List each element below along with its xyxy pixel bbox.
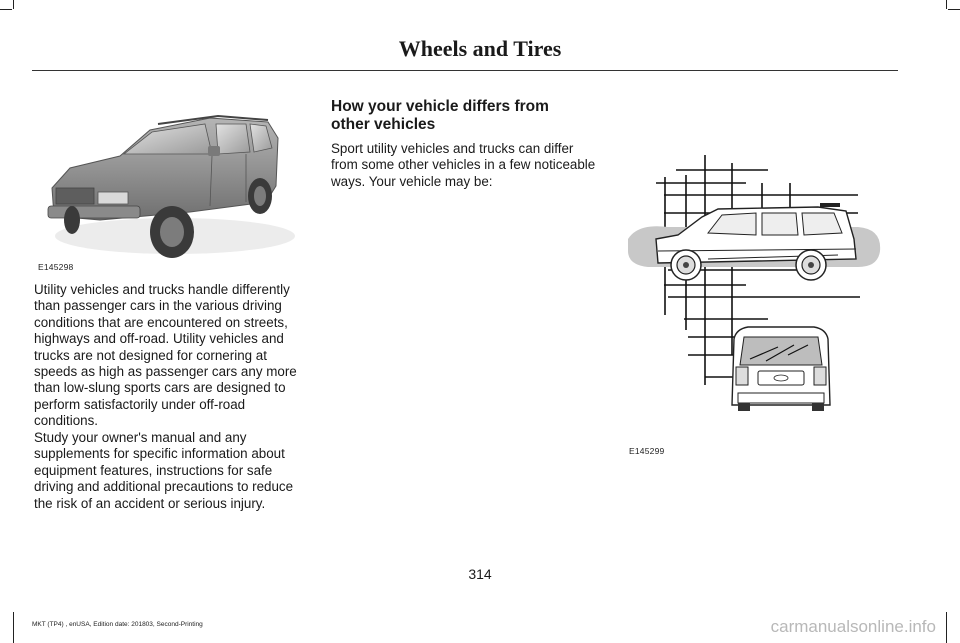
header-rule bbox=[32, 70, 898, 71]
middle-paragraph: Sport utility vehicles and trucks can di… bbox=[331, 141, 596, 189]
suv-illustration bbox=[47, 114, 295, 258]
page-number: 314 bbox=[468, 566, 492, 582]
left-paragraph-1: Utility vehicles and trucks handle diffe… bbox=[34, 282, 297, 429]
crop-mark-bottom-left bbox=[13, 612, 14, 643]
vehicle-grid-illustration bbox=[628, 155, 881, 411]
section-heading: How your vehicle differs from other vehi… bbox=[331, 98, 549, 133]
crop-mark-top-right-v bbox=[946, 0, 947, 9]
crop-mark-top-left-v bbox=[13, 0, 14, 9]
figure-label-left: E145298 bbox=[38, 262, 74, 272]
page-title: Wheels and Tires bbox=[398, 36, 562, 61]
left-paragraph-2: Study your owner's manual and any supple… bbox=[34, 430, 294, 511]
watermark-text: carmanualsonline.info bbox=[770, 617, 936, 636]
edition-footer: MKT (TP4) , enUSA, Edition date: 201803,… bbox=[32, 621, 203, 628]
crop-mark-bottom-right bbox=[946, 612, 947, 643]
crop-mark-top-right-h bbox=[948, 9, 960, 10]
crop-mark-top-left-h bbox=[0, 9, 12, 10]
figure-label-right: E145299 bbox=[629, 446, 665, 456]
